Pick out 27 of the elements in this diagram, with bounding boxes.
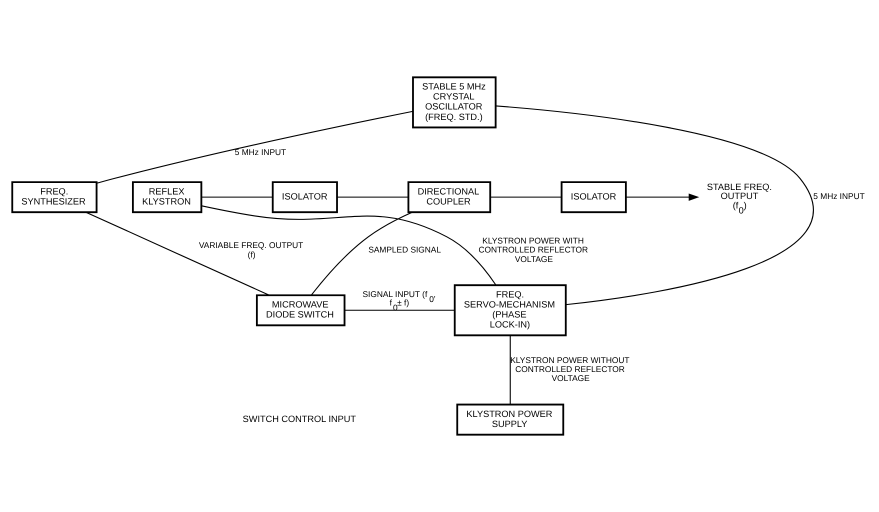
- connector: [86, 212, 270, 296]
- connector: [202, 196, 273, 198]
- edge-label: 5 MHz INPUT: [813, 191, 865, 202]
- node-box: DIRECTIONAL COUPLER: [407, 181, 492, 214]
- connector: [96, 110, 413, 184]
- edge-label: 5 MHz INPUT: [234, 146, 286, 157]
- node-box: ISOLATOR: [560, 181, 627, 214]
- node-box: ISOLATOR: [272, 181, 338, 214]
- edge-label: KLYSTRON POWER WITHOUT CONTROLLED REFLECTOR VOLTAGE: [510, 354, 630, 384]
- connector: [337, 196, 408, 198]
- connector: [310, 212, 412, 296]
- connector: [201, 205, 496, 286]
- connector: [344, 310, 454, 311]
- node-box: MICROWAVE DIODE SWITCH: [256, 294, 346, 326]
- connector: [490, 196, 562, 198]
- edge-label: KLYSTRON POWER WITH CONTROLLED REFLECTOR VOLTAGE: [478, 235, 588, 264]
- edge-label: VARIABLE FREQ. OUTPUT (f): [198, 240, 304, 260]
- connector: [496, 105, 814, 306]
- edge-label: SAMPLED SIGNAL: [368, 244, 441, 255]
- node-box: FREQ. SERVO-MECHANISM (PHASE LOCK-IN): [454, 284, 567, 336]
- arrow: [626, 193, 700, 201]
- node-box: KLYSTRON POWER SUPPLY: [456, 404, 564, 436]
- label: SWITCH CONTROL INPUT: [242, 414, 356, 424]
- node-box: FREQ. SYNTHESIZER: [11, 181, 98, 214]
- node-box: REFLEX KLYSTRON: [132, 181, 202, 214]
- connector: [510, 336, 511, 404]
- node-box: STABLE 5 MHz CRYSTAL OSCILLATOR (FREQ. STD.): [412, 76, 497, 128]
